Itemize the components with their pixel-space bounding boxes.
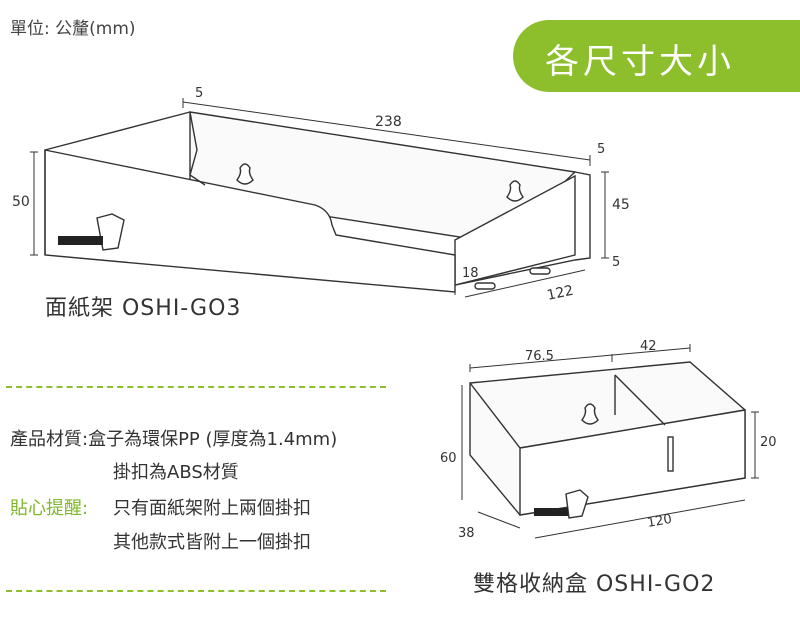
- front-panel: [519, 409, 746, 516]
- dim-width-left: 76.5: [525, 349, 554, 364]
- dim-wall-right: 5: [597, 142, 605, 157]
- dim-depth: 122: [546, 283, 575, 304]
- hanger-hole: [581, 403, 599, 425]
- dim-wall-left: 5: [195, 86, 203, 101]
- title-badge-text: 各尺寸大小: [545, 42, 735, 82]
- storage-box-dimensions: [461, 344, 759, 539]
- divider-bottom: [6, 590, 386, 592]
- material-line-1: 產品材質:盒子為環保PP (厚度為1.4mm): [10, 429, 338, 450]
- hanger-hole-2: [506, 180, 524, 202]
- tissue-holder-drawing: [44, 111, 591, 293]
- product-b-caption: 雙格收納盒 OSHI-GO2: [473, 572, 716, 597]
- storage-box-drawing: [469, 361, 746, 519]
- hanger-hole-1: [236, 163, 254, 185]
- tissue-holder-dimensions: [30, 98, 609, 298]
- divider: [614, 374, 666, 426]
- divider-top: [6, 386, 386, 388]
- title-badge: [513, 20, 800, 92]
- product-a-caption: 面紙架 OSHI-GO3: [45, 296, 242, 321]
- tip-line-2: 其他款式皆附上一個掛扣: [113, 532, 311, 553]
- dim-depth: 38: [458, 526, 475, 541]
- dim-height: 50: [12, 194, 30, 210]
- dim-width: 238: [375, 114, 402, 130]
- clip-strip: [58, 236, 103, 245]
- dim-height: 60: [440, 451, 457, 466]
- material-line-2: 掛扣為ABS材質: [113, 462, 239, 483]
- slot: [667, 436, 674, 472]
- dim-length: 120: [646, 512, 673, 531]
- clip: [565, 489, 589, 519]
- dim-back-height: 45: [612, 197, 630, 213]
- dim-base: 5: [612, 255, 620, 270]
- tip-line-1: 只有面紙架附上兩個掛扣: [113, 498, 311, 519]
- clip-strip: [534, 508, 568, 516]
- tip-label: 貼心提醒:: [10, 498, 89, 519]
- inner-left-wall: [189, 111, 206, 186]
- dim-front: 18: [462, 266, 479, 281]
- dim-front: 20: [760, 435, 777, 450]
- dim-width-right: 42: [640, 339, 657, 354]
- foot-2: [529, 267, 551, 275]
- foot-1: [474, 282, 496, 290]
- top-left-edge: [44, 111, 191, 151]
- unit-label: 單位: 公釐(mm): [10, 19, 136, 39]
